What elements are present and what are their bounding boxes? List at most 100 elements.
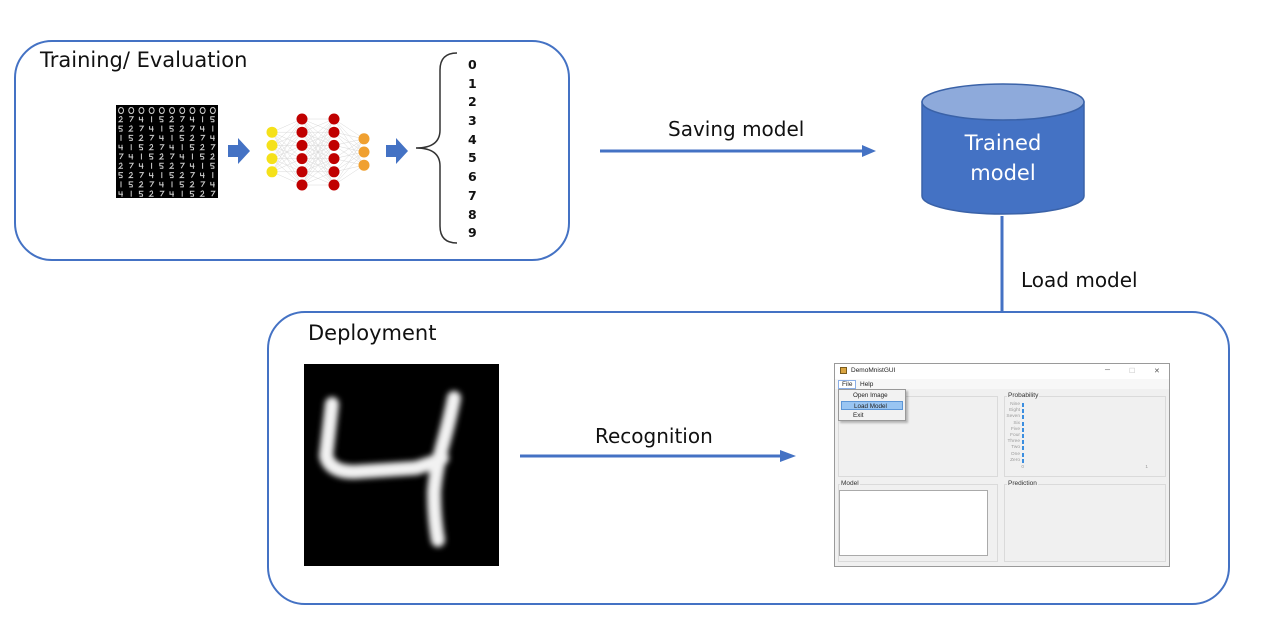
mnist-sample <box>129 116 135 123</box>
close-icon[interactable]: ✕ <box>1154 368 1160 375</box>
minimize-icon[interactable]: ─ <box>1105 367 1110 374</box>
prob-label: Six <box>1013 420 1020 426</box>
mnist-sample <box>159 116 164 123</box>
mnist-sample <box>128 107 135 114</box>
mnist-sample <box>210 144 216 150</box>
output-digit: 6 <box>468 169 477 185</box>
demo-mnist-gui-window: DemoMnistGUI ─ ☐ ✕ File Help Open Image … <box>834 363 1170 567</box>
mnist-sample <box>169 172 174 179</box>
prob-bar <box>1022 421 1024 426</box>
mnist-sample <box>178 125 185 132</box>
mnist-sample <box>210 181 215 188</box>
output-digit: 5 <box>468 150 477 166</box>
hidden-neuron <box>296 166 308 178</box>
mnist-sample <box>209 107 216 114</box>
mnist-sample <box>117 116 123 123</box>
hidden-neuron <box>296 126 308 138</box>
prob-bar <box>1022 440 1024 445</box>
hidden-neuron <box>296 113 308 125</box>
prediction-group-title: Prediction <box>1007 480 1038 487</box>
mnist-sample <box>210 135 215 141</box>
input-neuron <box>266 126 278 138</box>
nn-connection <box>333 118 365 140</box>
mnist-sample <box>169 125 174 132</box>
mnist-sample <box>138 144 144 151</box>
mnist-sample <box>179 134 185 141</box>
nn-connection <box>301 118 335 133</box>
nn-connection <box>333 138 365 159</box>
prob-label: Four <box>1010 433 1020 438</box>
prob-bar <box>1022 403 1024 407</box>
mnist-sample <box>169 107 176 114</box>
output-neuron <box>358 133 370 145</box>
image-group <box>838 396 998 477</box>
mnist-sample <box>180 162 186 169</box>
mnist-sample <box>148 143 154 151</box>
mnist-sample <box>200 126 205 132</box>
mnist-sample <box>179 154 185 160</box>
prediction-group <box>1004 484 1166 562</box>
nn-connection <box>301 118 335 159</box>
mnist-sample <box>158 153 164 160</box>
prob-label: One <box>1010 451 1020 457</box>
mnist-sample <box>118 125 123 132</box>
saving-model-label: Saving model <box>668 117 805 141</box>
mnist-sample <box>129 162 135 169</box>
probability-group-title: Probability <box>1007 392 1040 399</box>
mnist-sample <box>149 134 155 141</box>
mnist-sample <box>200 134 206 141</box>
menu-file[interactable]: File <box>838 380 857 389</box>
mnist-sample <box>128 134 134 141</box>
neural-network-diagram <box>266 113 370 191</box>
mnist-sample <box>159 135 164 141</box>
prob-bar <box>1022 434 1024 438</box>
hidden-neuron <box>328 153 340 165</box>
nn-connection <box>333 151 365 186</box>
mnist-sample <box>210 162 215 169</box>
mnist-samples-grid-image <box>116 105 218 198</box>
mnist-sample <box>149 126 154 132</box>
maximize-icon[interactable]: ☐ <box>1129 368 1136 375</box>
model-group-title: Model <box>840 480 860 487</box>
mnist-sample <box>199 107 206 114</box>
menu-item-load-model[interactable]: Load Model <box>841 401 903 410</box>
mnist-sample <box>138 163 144 169</box>
nn-connection <box>301 118 335 172</box>
nn-connection <box>301 132 335 186</box>
recognition-label: Recognition <box>595 424 713 448</box>
nn-connection <box>333 138 365 186</box>
prob-bar <box>1022 415 1024 420</box>
nn-connection <box>301 158 335 186</box>
mnist-sample <box>189 134 195 141</box>
mnist-sample <box>138 107 145 114</box>
mnist-sample <box>158 107 165 114</box>
mnist-sample <box>127 125 134 132</box>
output-digit: 8 <box>468 206 477 222</box>
menu-item-open-image[interactable]: Open Image <box>853 392 888 399</box>
nn-connection <box>301 118 335 146</box>
nn-connection <box>271 118 303 159</box>
mnist-sample <box>179 107 186 114</box>
prob-label: Nine <box>1010 402 1020 407</box>
mnist-sample <box>200 172 205 179</box>
output-digit: 1 <box>468 75 477 91</box>
mnist-sample <box>210 116 215 123</box>
mnist-sample <box>118 107 125 114</box>
probability-group <box>1004 396 1166 477</box>
prob-label: Eight <box>1009 408 1020 414</box>
mnist-sample <box>169 191 174 197</box>
input-neuron <box>266 166 278 178</box>
menu-help[interactable]: Help <box>860 381 874 388</box>
training-evaluation-panel <box>14 40 570 261</box>
prob-label: Five <box>1010 426 1020 432</box>
prob-axis-end: 1 <box>1145 465 1148 470</box>
menu-item-exit[interactable]: Exit <box>853 412 864 419</box>
model-textbox[interactable] <box>839 490 988 556</box>
mnist-sample <box>189 181 195 188</box>
prob-label: Seven <box>1006 414 1020 420</box>
trained-model-label: Trained model <box>922 128 1084 188</box>
mnist-sample <box>138 190 144 197</box>
file-menu-dropdown: Open Image Load Model Exit <box>838 389 906 421</box>
mnist-sample <box>148 190 154 197</box>
hidden-neuron <box>296 179 308 191</box>
